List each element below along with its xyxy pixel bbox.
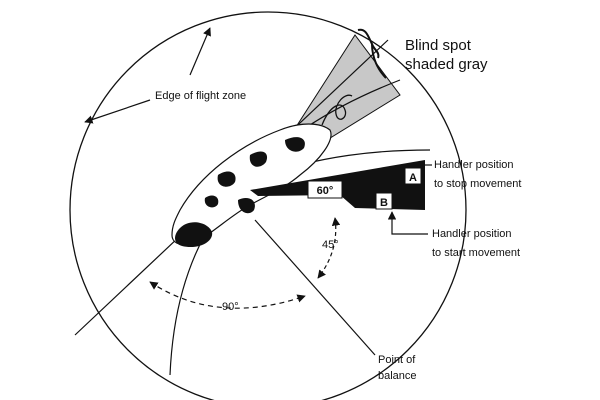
angle-60-label: 60° <box>317 185 334 197</box>
blind-spot-label-1: Blind spot <box>405 37 472 54</box>
cow-tail <box>321 94 353 126</box>
handler-start-leader <box>387 211 428 235</box>
flight-zone-circle <box>69 11 467 400</box>
flight-zone-arrow-left <box>84 99 151 124</box>
position-a-label: A <box>409 172 417 184</box>
angle-45-arc <box>317 217 341 279</box>
handler-stop-label-1: Handler position <box>434 159 514 171</box>
blind-spot-bracket <box>357 28 387 79</box>
handler-start-label-2: to start movement <box>432 247 520 259</box>
angle-60-box <box>307 180 343 199</box>
point-of-balance-label-2: balance <box>378 370 417 382</box>
flight-zone-arrow-up <box>189 27 211 76</box>
flight-zone-label: Edge of flight zone <box>155 90 246 102</box>
position-a-marker <box>404 167 422 185</box>
blind-spot-label-2: shaded gray <box>405 56 488 73</box>
handler-start-label-1: Handler position <box>432 228 512 240</box>
angle-45-label: 45° <box>322 239 339 251</box>
position-b-label: B <box>380 197 388 209</box>
handler-stop-label-2: to stop movement <box>434 178 521 190</box>
point-of-balance-line <box>254 219 376 356</box>
cow-figure <box>171 123 332 248</box>
point-of-balance-label-1: Point of <box>378 354 416 366</box>
angle-90-arc <box>149 281 306 309</box>
angle-90-label: 90° <box>222 301 239 313</box>
position-b-marker <box>375 192 393 210</box>
